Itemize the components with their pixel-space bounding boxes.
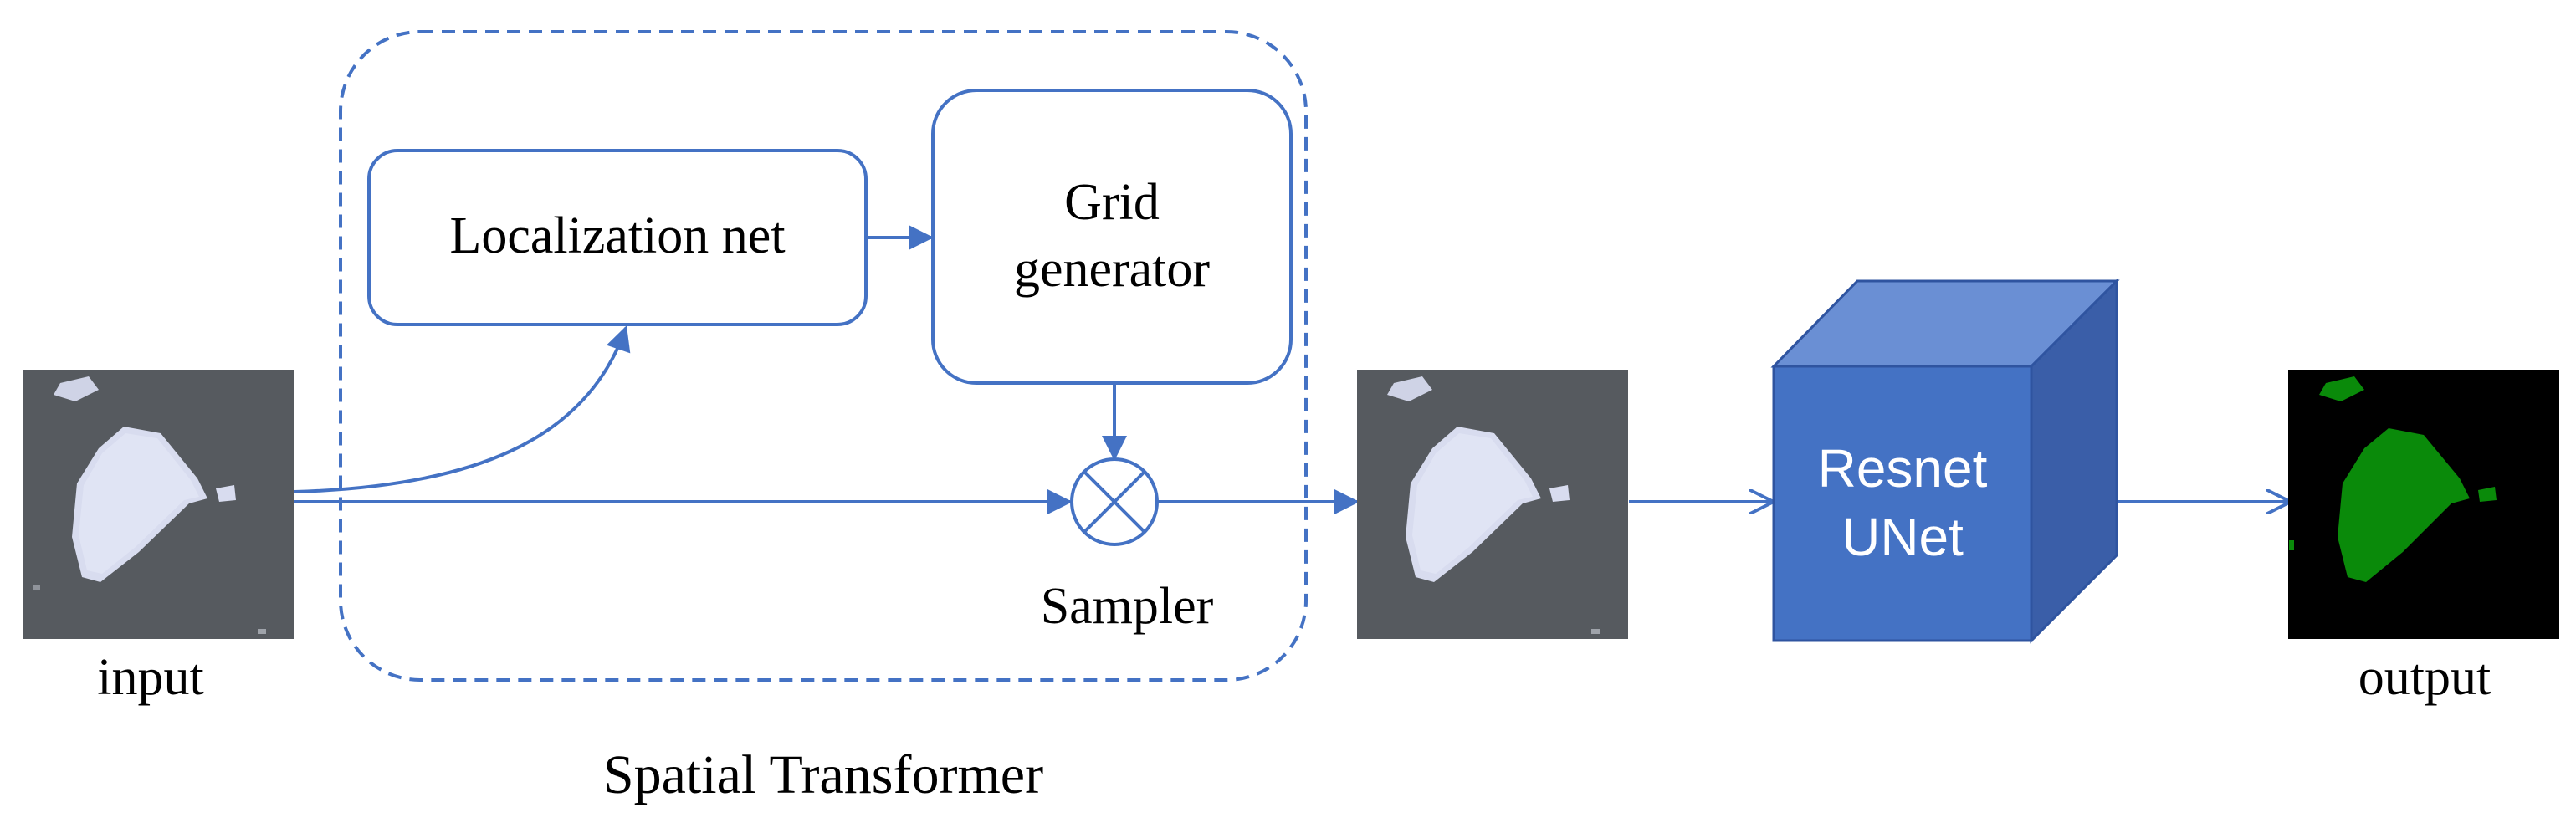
spatial-transformer-label: Spatial Transformer (603, 744, 1043, 805)
output-label: output (2358, 649, 2491, 706)
resnet-label-line2: UNet (1841, 507, 1964, 567)
output-mask-flake (2338, 428, 2470, 582)
localization-net-label: Localization net (449, 207, 785, 264)
input-image (23, 370, 294, 639)
grid-generator-label-line1: Grid (1064, 174, 1160, 231)
input-label: input (97, 649, 203, 706)
resnet-label-line1: Resnet (1818, 438, 1988, 498)
output-mask-image (2288, 370, 2559, 639)
resnet-unet-cube (1770, 278, 2120, 644)
spatial-transformer-group (339, 30, 1308, 682)
grid-generator-label-line2: generator (1014, 241, 1210, 298)
transformed-image (1357, 370, 1628, 639)
sampler-label: Sampler (1041, 578, 1214, 635)
arrow-input-to-localization (294, 325, 631, 493)
circle-cross-icon (1070, 457, 1159, 546)
cube-front-face (1772, 365, 2033, 642)
grid-generator-box (931, 89, 1293, 385)
